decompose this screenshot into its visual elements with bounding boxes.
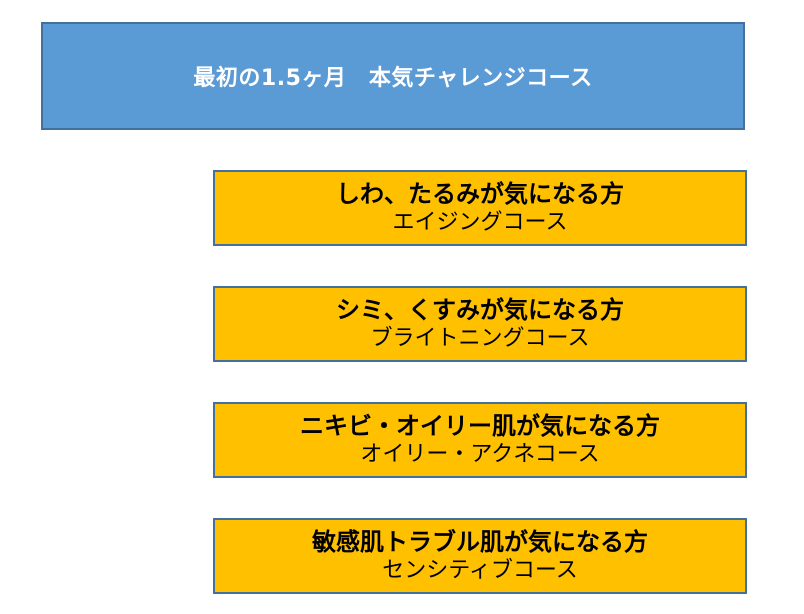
header-title: 最初の1.5ヶ月 本気チャレンジコース — [193, 66, 593, 91]
challenge-course-header: 最初の1.5ヶ月 本気チャレンジコース — [41, 22, 745, 130]
course-concern: シミ、くすみが気になる方 — [336, 296, 624, 325]
course-box-aging: しわ、たるみが気になる方 エイジングコース — [213, 170, 747, 246]
course-name: エイジングコース — [392, 210, 568, 236]
course-concern: しわ、たるみが気になる方 — [336, 180, 624, 209]
course-concern: 敏感肌トラブル肌が気になる方 — [312, 528, 648, 557]
course-box-sensitive: 敏感肌トラブル肌が気になる方 センシティブコース — [213, 518, 747, 594]
course-name: センシティブコース — [382, 558, 578, 584]
course-name: ブライトニングコース — [370, 326, 590, 352]
course-name: オイリー・アクネコース — [360, 442, 600, 468]
course-box-oily-acne: ニキビ・オイリー肌が気になる方 オイリー・アクネコース — [213, 402, 747, 478]
course-box-brightening: シミ、くすみが気になる方 ブライトニングコース — [213, 286, 747, 362]
course-concern: ニキビ・オイリー肌が気になる方 — [300, 412, 660, 441]
